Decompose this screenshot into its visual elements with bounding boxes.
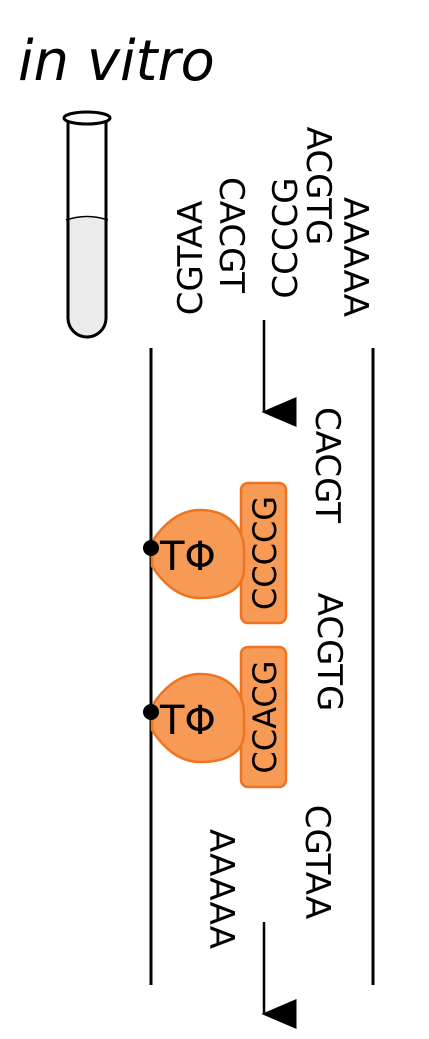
bound-complex: CCCCG TΦ — [143, 481, 288, 625]
binding-site-sequence: CCCCG — [246, 496, 284, 610]
input-sequence: CACGT — [211, 177, 251, 293]
diagram-title: in vitro — [18, 29, 215, 94]
test-tube-icon — [62, 110, 112, 339]
binding-site-sequence: CCACG — [246, 660, 284, 773]
transcription-factor-shape — [150, 672, 246, 764]
input-sequence-list: CGTAA CACGT CCCCG ACGTG AAAAA — [171, 127, 375, 317]
column-sequence: CACGT — [307, 407, 347, 523]
input-sequence: ACGTG — [298, 127, 338, 246]
transcription-factor-shape — [150, 508, 246, 600]
column-sequence: ACGTG — [309, 593, 349, 712]
column-sequence: CGTAA — [297, 805, 337, 919]
input-sequence: CGTAA — [171, 201, 211, 315]
transcription-factor-label: TΦ — [159, 698, 216, 744]
transcription-factor-label: TΦ — [159, 534, 216, 580]
anchor-dot — [143, 540, 159, 556]
input-sequence: AAAAA — [335, 197, 375, 317]
column-sequence: AAAAA — [201, 829, 241, 949]
bound-complex: CCACG TΦ — [143, 645, 288, 789]
input-sequence: CCCCG — [266, 177, 306, 298]
anchor-dot — [143, 704, 159, 720]
